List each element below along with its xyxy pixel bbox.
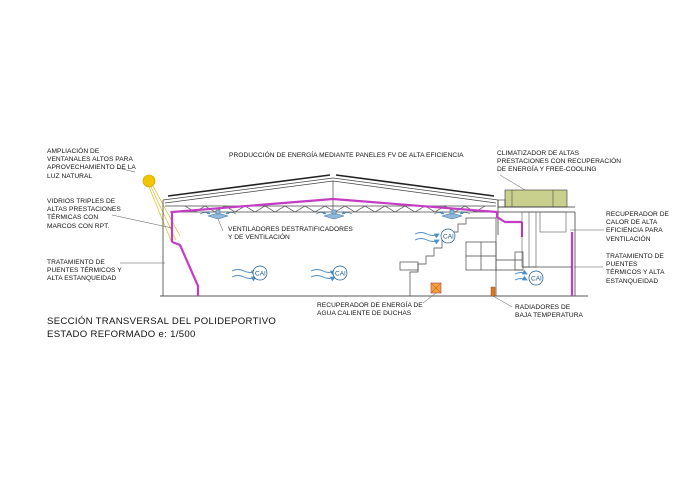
radiator-icon — [490, 286, 496, 297]
label-climatizador: CLIMATIZADOR DE ALTAS PRESTACIONES CON R… — [497, 150, 622, 174]
drawing-title: SECCIÓN TRANSVERSAL DEL POLIDEPORTIVO ES… — [47, 316, 277, 340]
label-ventiladores: VENTILADORES DESTRATIFICADORES Y DE VENT… — [228, 226, 353, 242]
cai-label: CAI — [335, 271, 346, 278]
label-tratamiento-der: TRATAMIENTO DE PUENTES TÉRMICOS Y ALTA E… — [606, 253, 665, 285]
label-vidrios-triples: VIDRIOS TRIPLES DE ALTAS PRESTACIONES TÉ… — [47, 198, 121, 230]
label-tratamiento-izq: TRATAMIENTO DE PUENTES TÉRMICOS Y ALTA E… — [47, 259, 122, 283]
cai-label: CAI — [531, 276, 542, 283]
ventilation-ducts — [521, 211, 567, 268]
leader-lines — [111, 167, 604, 308]
destratification-fans — [207, 209, 463, 220]
air-flow-arrows — [231, 232, 528, 282]
insulation-line — [170, 197, 574, 296]
stands — [399, 217, 572, 296]
walls — [162, 200, 576, 296]
pv-panels — [167, 174, 495, 197]
label-produccion-fv: PRODUCCIÓN DE ENERGÍA MEDIANTE PANELES F… — [229, 152, 464, 159]
label-recuperador-calor: RECUPERADOR DE CALOR DE ALTA EFICIENCIA … — [606, 211, 669, 243]
label-recuperador-agua: RECUPERADOR DE ENERGÍA DE AGUA CALIENTE … — [317, 302, 423, 318]
cai-label: CAI — [443, 234, 454, 241]
label-radiadores: RADIADORES DE BAJA TEMPERATURA — [515, 304, 583, 320]
sun-icon — [142, 174, 156, 188]
label-ampliacion-ventanales: AMPLIACIÓN DE VENTANALES ALTOS PARA APRO… — [47, 148, 136, 180]
cai-label: CAI — [255, 271, 266, 278]
cai-markers — [252, 228, 544, 286]
roof-structure — [162, 177, 499, 213]
climatizador-unit — [504, 189, 568, 208]
